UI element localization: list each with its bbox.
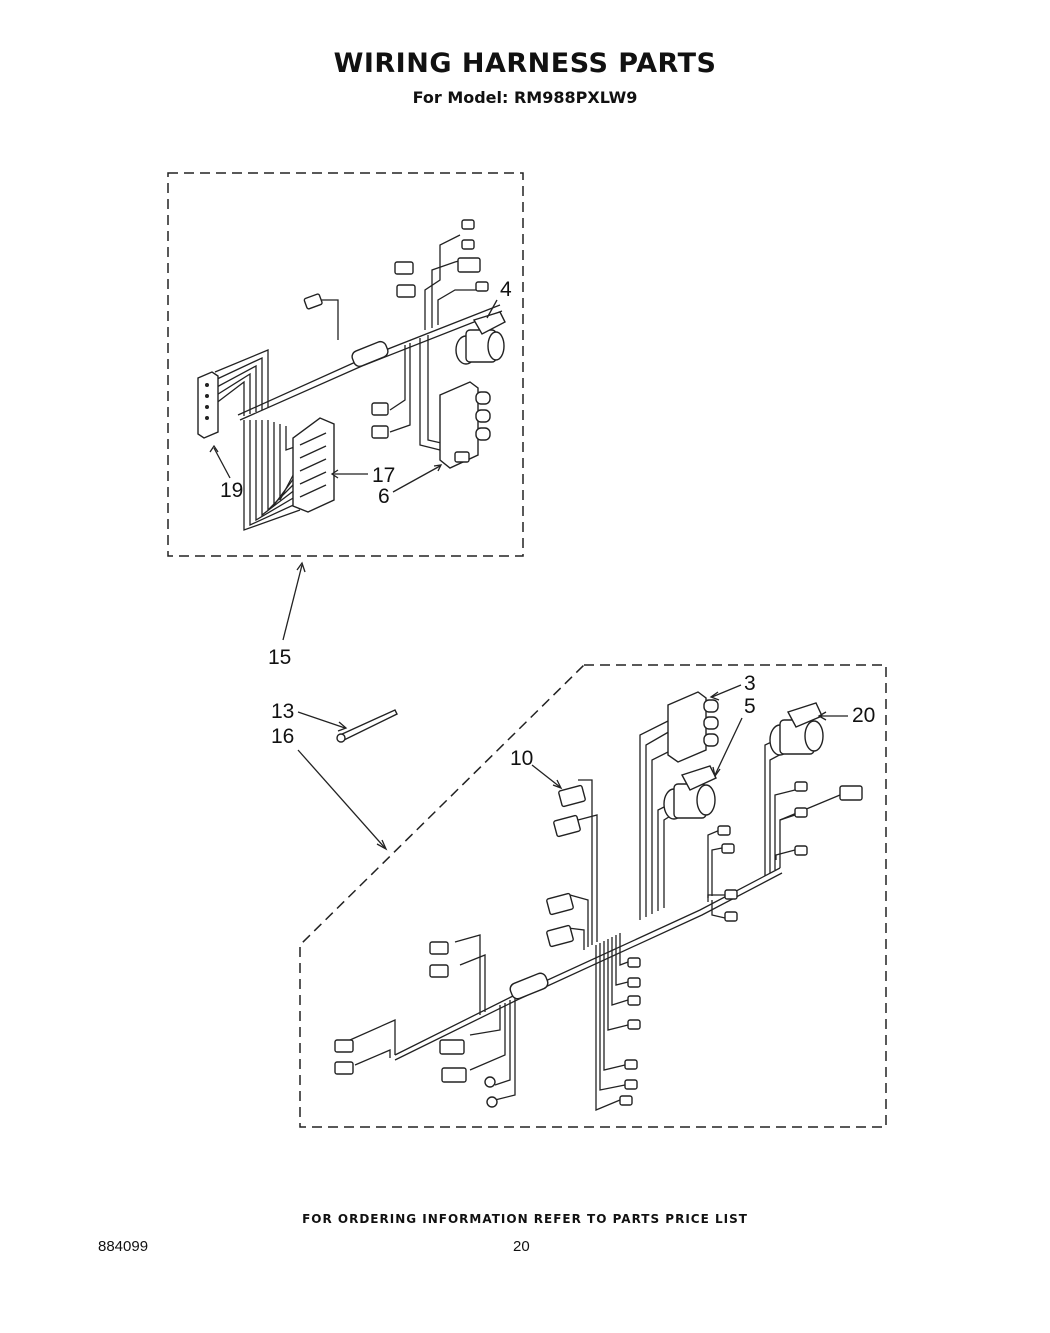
callout-10: 10 bbox=[510, 747, 533, 770]
part-13-tie bbox=[336, 709, 398, 743]
callout-5: 5 bbox=[744, 695, 756, 718]
part-4-socket bbox=[455, 311, 506, 365]
document-number: 884099 bbox=[98, 1238, 149, 1255]
page-title: WIRING HARNESS PARTS bbox=[333, 48, 717, 79]
callout-3: 3 bbox=[744, 672, 756, 695]
lower-harness-box bbox=[299, 664, 887, 1128]
part-6-switch bbox=[439, 381, 491, 469]
upper-terminals bbox=[303, 219, 489, 439]
callout-19: 19 bbox=[220, 479, 243, 502]
part-20-socket bbox=[769, 702, 824, 756]
callout-20: 20 bbox=[852, 704, 875, 727]
connector-17 bbox=[292, 417, 335, 513]
page-number: 20 bbox=[513, 1238, 530, 1255]
model-subtitle: For Model: RM988PXLW9 bbox=[412, 88, 638, 107]
part-5-socket bbox=[663, 765, 717, 820]
ordering-note: FOR ORDERING INFORMATION REFER TO PARTS … bbox=[302, 1212, 748, 1226]
callout-15: 15 bbox=[268, 646, 291, 669]
lower-harness-wires bbox=[349, 719, 841, 1111]
upper-harness-wires bbox=[214, 234, 503, 531]
callout-13: 13 bbox=[271, 700, 294, 723]
upper-harness-box bbox=[167, 172, 524, 557]
callout-4: 4 bbox=[500, 278, 512, 301]
upper-leader-lines bbox=[209, 299, 498, 641]
callout-17: 17 bbox=[372, 464, 395, 487]
callout-16: 16 bbox=[271, 725, 294, 748]
connector-19 bbox=[197, 371, 219, 439]
lower-terminals bbox=[334, 781, 863, 1108]
part-3-switch bbox=[667, 691, 719, 763]
callout-6: 6 bbox=[378, 485, 390, 508]
lower-leader-lines bbox=[297, 684, 848, 851]
